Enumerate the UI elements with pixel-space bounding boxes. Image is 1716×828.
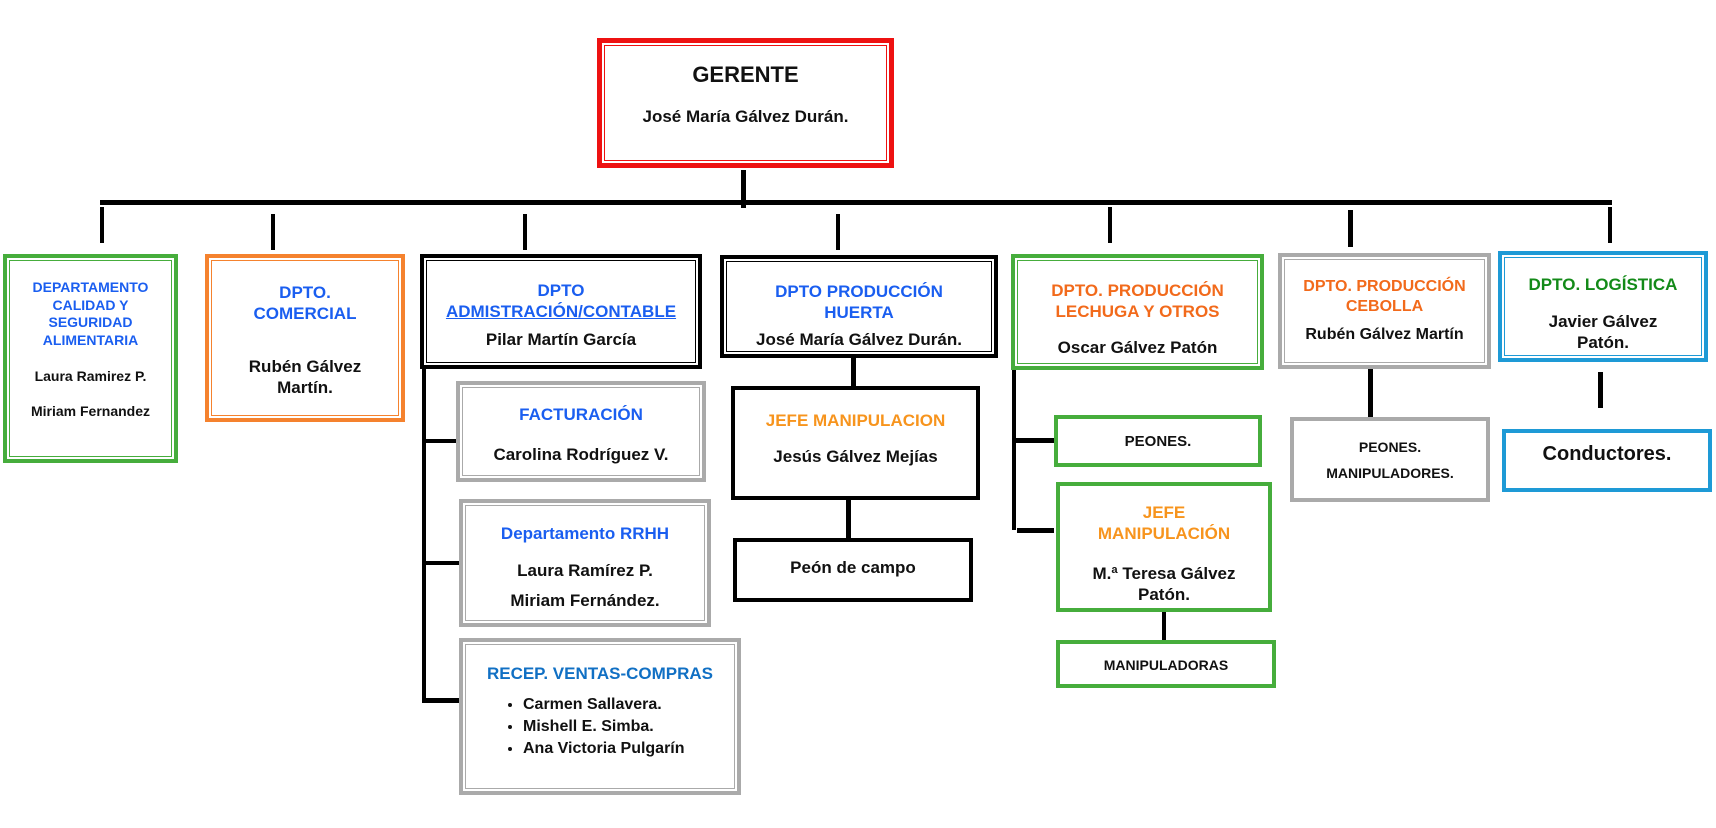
huerta-jefe-title: JEFE MANIPULACION [765,411,946,430]
dept-huerta-title: DPTO PRODUCCIÓN HUERTA [775,282,943,322]
connector-drop-cebolla [1348,210,1353,247]
dept-administracion-box[interactable]: DPTO ADMISTRACIÓN/CONTABLE Pilar Martín … [420,254,702,369]
connector-drop-comercial [271,214,275,250]
connector-admin-facturacion [422,439,456,443]
gerente-name: José María Gálvez Durán. [642,107,849,126]
connector-drop-huerta [836,214,840,250]
connector-cebolla-staff [1368,362,1373,417]
gerente-title: GERENTE [692,62,799,87]
connector-lechuga-vertical [1012,368,1016,530]
connector-gerente-down [741,170,746,208]
dept-comercial-title: DPTO. COMERCIAL [253,283,357,323]
huerta-jefe-box[interactable]: JEFE MANIPULACION Jesús Gálvez Mejías [731,386,980,500]
cebolla-staff-item: MANIPULADORES. [1326,465,1454,481]
dept-comercial-box[interactable]: DPTO. COMERCIAL Rubén Gálvez Martín. [205,254,405,422]
lechuga-jefe-box[interactable]: JEFE MANIPULACIÓN M.ª Teresa Gálvez Pató… [1056,482,1272,612]
connector-main-horizontal [100,200,1612,205]
huerta-peon-label: Peón de campo [790,558,916,577]
dept-cebolla-name: Rubén Gálvez Martín [1305,326,1464,343]
logistica-conductores-label: Conductores. [1542,443,1672,465]
connector-lechuga-jefe [1017,528,1054,533]
connector-admin-recepcion [422,698,465,703]
connector-drop-logistica [1608,207,1612,243]
connector-jefe-peon [846,500,851,538]
list-item: Mishell E. Simba. [523,716,685,738]
dept-logistica-box[interactable]: DPTO. LOGÍSTICA Javier Gálvez Patón. [1498,251,1708,362]
rrhh-title: Departamento RRHH [500,524,670,543]
dept-calidad-person: Laura Ramirez P. [34,368,147,384]
lechuga-peones-box[interactable]: PEONES. [1054,415,1262,467]
connector-drop-calidad [100,207,104,243]
facturacion-name: Carolina Rodríguez V. [493,445,669,464]
huerta-peon-box[interactable]: Peón de campo [733,538,973,602]
dept-administracion-name: Pilar Martín García [485,330,637,349]
dept-logistica-name: Javier Gálvez Patón. [1548,312,1658,352]
logistica-conductores-box[interactable]: Conductores. [1502,429,1712,492]
connector-admin-vertical [422,369,426,703]
cebolla-staff-item: PEONES. [1358,439,1422,455]
dept-calidad-box[interactable]: DEPARTAMENTO CALIDAD Y SEGURIDAD ALIMENT… [3,254,178,463]
list-item: Ana Victoria Pulgarín [523,738,685,760]
rrhh-person: Laura Ramírez P. [517,561,653,580]
cebolla-staff-box[interactable]: PEONES. MANIPULADORES. [1290,417,1490,502]
connector-huerta-jefe [851,358,856,386]
lechuga-manipuladoras-label: MANIPULADORAS [1103,657,1229,673]
dept-administracion-title: DPTO ADMISTRACIÓN/CONTABLE [445,281,677,321]
dept-huerta-name: José María Gálvez Durán. [756,330,962,349]
dept-cebolla-box[interactable]: DPTO. PRODUCCIÓN CEBOLLA Rubén Gálvez Ma… [1278,253,1491,369]
facturacion-box[interactable]: FACTURACIÓN Carolina Rodríguez V. [456,381,706,482]
connector-drop-lechuga [1108,207,1112,243]
dept-logistica-title: DPTO. LOGÍSTICA [1528,275,1678,294]
rrhh-box[interactable]: Departamento RRHH Laura Ramírez P. Miria… [459,499,711,627]
dept-comercial-name: Rubén Gálvez Martín. [248,357,362,397]
facturacion-title: FACTURACIÓN [519,405,643,424]
dept-huerta-box[interactable]: DPTO PRODUCCIÓN HUERTA José María Gálvez… [720,255,998,358]
lechuga-jefe-name: M.ª Teresa Gálvez Patón. [1092,564,1236,604]
recepcion-people-list: Carmen Sallavera. Mishell E. Simba. Ana … [499,694,685,760]
connector-jefe-manipuladoras [1162,612,1166,640]
recepcion-title: RECEP. VENTAS-COMPRAS [486,664,714,683]
recepcion-box[interactable]: RECEP. VENTAS-COMPRAS Carmen Sallavera. … [459,638,741,795]
lechuga-jefe-title: JEFE MANIPULACIÓN [1097,503,1231,543]
dept-cebolla-title: DPTO. PRODUCCIÓN CEBOLLA [1303,278,1466,315]
dept-calidad-person: Miriam Fernandez [30,403,151,419]
dept-lechuga-box[interactable]: DPTO. PRODUCCIÓN LECHUGA Y OTROS Oscar G… [1011,254,1264,370]
gerente-box[interactable]: GERENTE José María Gálvez Durán. [597,38,894,168]
dept-calidad-title: DEPARTAMENTO CALIDAD Y SEGURIDAD ALIMENT… [32,279,149,348]
huerta-jefe-name: Jesús Gálvez Mejías [773,447,938,466]
list-item: Carmen Sallavera. [523,694,685,716]
connector-drop-administracion [523,214,527,250]
connector-logistica-conductores [1598,372,1603,408]
connector-admin-rrhh [422,561,463,565]
lechuga-peones-label: PEONES. [1124,433,1192,450]
rrhh-person: Miriam Fernández. [510,591,660,610]
lechuga-manipuladoras-box[interactable]: MANIPULADORAS [1056,640,1276,688]
dept-lechuga-title: DPTO. PRODUCCIÓN LECHUGA Y OTROS [1051,281,1224,321]
connector-lechuga-peones [1014,438,1054,443]
dept-lechuga-name: Oscar Gálvez Patón [1057,338,1218,357]
